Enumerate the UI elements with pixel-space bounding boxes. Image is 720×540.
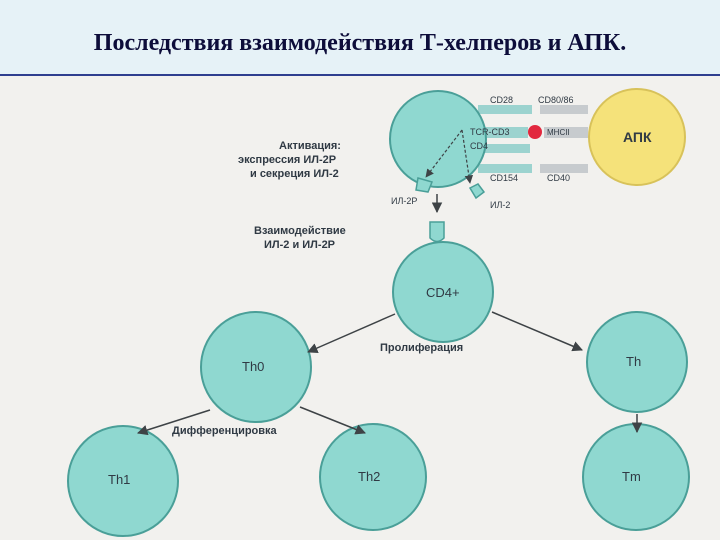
- cd4-cell: [392, 241, 494, 343]
- th1-cell: [67, 425, 179, 537]
- cd154-label: CD154: [490, 173, 519, 183]
- apc-cell: [588, 88, 686, 186]
- il2r-receptor: [415, 177, 434, 193]
- slide-title: Последствия взаимодействия Т-хелперов и …: [93, 30, 627, 56]
- receptor-bars: [478, 105, 588, 173]
- il2-label: ИЛ-2: [490, 200, 511, 210]
- cd80-86-label: CD80/86: [538, 95, 574, 105]
- diagram-figure: АПК CD28 CD80/86 TCR-CD3 MHCII CD4 CD154…: [0, 76, 720, 540]
- mhc-label: MHCII: [547, 128, 570, 137]
- th2-cell-label: Th2: [358, 469, 381, 484]
- activation-line3: и секреция ИЛ-2: [250, 168, 339, 180]
- cd28-label: CD28: [490, 95, 514, 105]
- cd4-molecule-label: CD4: [470, 141, 489, 151]
- interaction-line2: ИЛ-2 и ИЛ-2Р: [264, 239, 336, 251]
- th0-cell-label: Th0: [242, 359, 265, 374]
- cd40-label: CD40: [547, 173, 571, 183]
- activation-line2: экспрессия ИЛ-2Р: [238, 154, 337, 166]
- proliferation-label: Пролиферация: [380, 342, 464, 354]
- activation-line1: Активация:: [279, 140, 341, 152]
- arrow-to-th1: [136, 409, 211, 436]
- interaction-line1: Взаимодействие: [254, 225, 346, 237]
- cd4-cell-label: CD4+: [426, 285, 460, 300]
- apc-label: АПК: [623, 129, 652, 145]
- differentiation-label: Дифференцировка: [172, 425, 277, 437]
- title-bar: Последствия взаимодействия Т-хелперов и …: [0, 0, 720, 76]
- tcr-cd3-label: TCR-CD3: [470, 127, 510, 137]
- il2-il2r-complex: [429, 221, 445, 243]
- th-cell: [586, 311, 688, 413]
- th-cell-label: Th: [626, 354, 642, 369]
- tm-cell-label: Tm: [622, 469, 641, 484]
- th2-cell: [319, 423, 427, 531]
- th0-cell: [200, 311, 312, 423]
- arrow-to-th0: [307, 313, 396, 354]
- antigen-dot: [528, 125, 542, 139]
- diagram-graphics: [67, 88, 690, 537]
- arrow-to-th2: [299, 406, 366, 435]
- th1-cell-label: Th1: [108, 472, 131, 487]
- il2r-label: ИЛ-2Р: [391, 196, 418, 206]
- arrow-to-th: [491, 311, 583, 352]
- il2-molecule: [468, 183, 486, 200]
- t-helper-cell: [389, 90, 487, 188]
